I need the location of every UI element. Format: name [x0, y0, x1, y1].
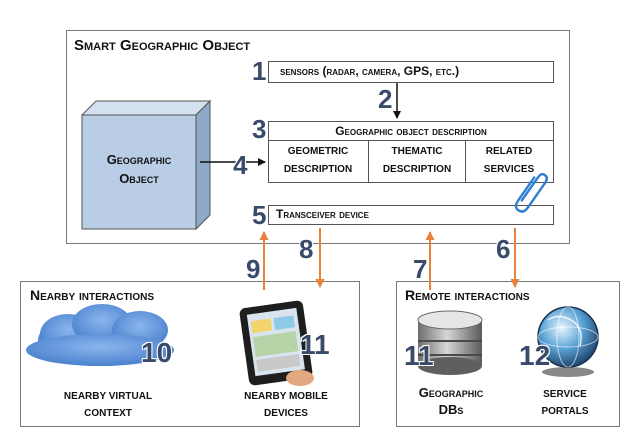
number-3: 3 [252, 114, 267, 144]
related-line2: SERVICES [483, 164, 535, 175]
geometric-line2: DESCRIPTION [283, 164, 353, 175]
geometric-cell: GEOMETRIC DESCRIPTION [270, 143, 366, 179]
related-line1: RELATED [485, 146, 533, 157]
number-9: 9 [246, 254, 261, 284]
geographic-dbs-label: Geographic DBs [405, 384, 497, 418]
nearby-mobile-line2: DEVICES [264, 408, 308, 419]
number-8: 8 [299, 234, 314, 264]
paperclip-icon [514, 173, 548, 213]
nearby-virtual-line1: NEARBY VIRTUAL [63, 391, 153, 402]
nearby-title: Nearby interactions [30, 287, 155, 303]
number-11-nearby: 11 [300, 329, 330, 360]
main-title: Smart Geographic Object [74, 37, 251, 54]
sensors-box [268, 61, 554, 83]
cloud-icon [26, 304, 174, 366]
cube-icon [80, 99, 212, 231]
description-divider [268, 140, 554, 141]
database-icon [417, 310, 483, 375]
thematic-cell: THEMATIC DESCRIPTION [370, 143, 464, 179]
number-10: 10 [141, 337, 173, 368]
description-title: Geographic object description [335, 124, 487, 138]
thematic-line1: THEMATIC [391, 146, 443, 157]
nearby-mobile-label: NEARBY MOBILE DEVICES [226, 388, 346, 422]
thematic-line2: DESCRIPTION [382, 164, 452, 175]
number-12: 12 [519, 340, 551, 371]
geographic-dbs-line2: DBs [438, 402, 464, 417]
service-portals-line1: SERVICE [543, 389, 587, 400]
number-5: 5 [252, 200, 267, 230]
transceiver-label: Transceiver device [276, 207, 369, 221]
transceiver-box [268, 205, 554, 225]
number-2: 2 [378, 84, 393, 114]
tablet-icon [239, 300, 314, 386]
cell-divider-1 [368, 140, 369, 183]
sensors-label: sensors (radar, camera, GPS, etc.) [280, 64, 460, 78]
nearby-virtual-line2: CONTEXT [84, 408, 132, 419]
geo-object-label: Geographic Object [82, 150, 196, 188]
number-6: 6 [496, 234, 511, 264]
number-1: 1 [252, 56, 267, 86]
service-portals-line2: PORTALS [541, 406, 589, 417]
geo-object-line2: Object [119, 171, 159, 186]
number-4: 4 [233, 150, 248, 180]
globe-icon [537, 306, 599, 377]
remote-title: Remote interactions [405, 287, 530, 303]
service-portals-label: SERVICE PORTALS [520, 386, 610, 420]
cell-divider-2 [465, 140, 466, 183]
description-box [268, 121, 554, 183]
geo-object-line1: Geographic [106, 152, 172, 167]
geographic-dbs-line1: Geographic [418, 385, 484, 400]
number-7: 7 [413, 254, 428, 284]
related-cell: RELATED SERVICES [466, 143, 552, 179]
nearby-mobile-line1: NEARBY MOBILE [244, 391, 328, 402]
number-11-remote: 11 [404, 340, 434, 371]
nearby-virtual-label: NEARBY VIRTUAL CONTEXT [38, 388, 178, 422]
geometric-line1: GEOMETRIC [287, 146, 349, 157]
